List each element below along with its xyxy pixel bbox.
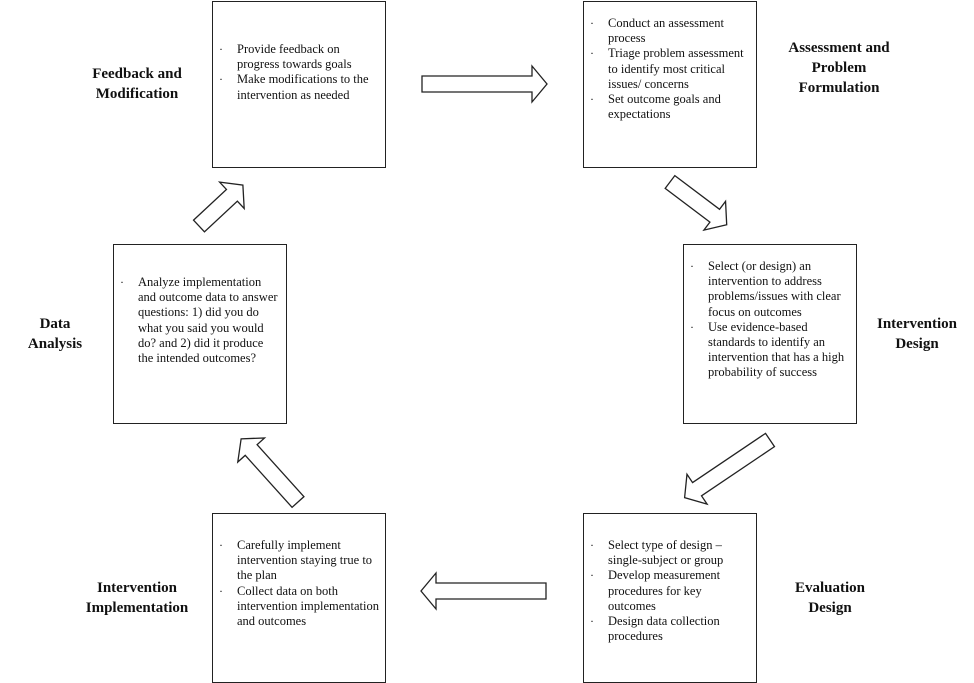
arrow-evaluation-to-implementation [420, 571, 547, 611]
bullet-item: Develop measurement procedures for key o… [584, 568, 750, 614]
evaluation-design-label: Evaluation Design [765, 578, 895, 618]
bullet-item: Design data collection procedures [584, 614, 750, 644]
label-line: Design [808, 600, 852, 616]
label-line: Modification [95, 86, 179, 102]
intervention-design-box: Select (or design) an intervention to ad… [683, 244, 857, 424]
bullet-item: Triage problem assessment to identify mo… [584, 46, 750, 92]
data-analysis-label: Data Analysis [10, 314, 100, 354]
implementation-box: Carefully implement intervention staying… [212, 513, 386, 683]
bullet-item: Use evidence-based standards to identify… [684, 320, 850, 381]
label-line: Feedback and [92, 66, 182, 82]
bullet-item: Select (or design) an intervention to ad… [684, 259, 850, 320]
bullet-item: Carefully implement intervention staying… [213, 538, 379, 584]
implementation-label: Intervention Implementation [68, 578, 206, 618]
label-line: Problem [811, 60, 867, 76]
arrow-feedback-to-assessment [421, 64, 548, 104]
label-line: Analysis [27, 336, 83, 352]
label-line: Intervention [97, 580, 177, 596]
arrow-implementation-to-analysis [236, 437, 305, 509]
label-line: Data [39, 316, 71, 332]
bullet-item: Select type of design – single-subject o… [584, 538, 750, 568]
evaluation-design-box: Select type of design – single-subject o… [583, 513, 757, 683]
bullet-item: Conduct an assessment process [584, 16, 750, 46]
feedback-box: Provide feedback on progress towards goa… [212, 1, 386, 168]
bullet-item: Provide feedback on progress towards goa… [213, 42, 379, 72]
bullet-item: Analyze implementation and outcome data … [114, 275, 280, 366]
label-line: Implementation [85, 600, 189, 616]
label-line: Formulation [798, 80, 880, 96]
label-line: Design [895, 336, 939, 352]
label-line: Assessment and [788, 40, 890, 56]
assessment-box: Conduct an assessment process Triage pro… [583, 1, 757, 168]
label-line: Evaluation [794, 580, 866, 596]
arrow-assessment-to-design [664, 174, 728, 232]
intervention-design-label: Intervention Design [860, 314, 974, 354]
bullet-item: Set outcome goals and expectations [584, 92, 750, 122]
bullet-item: Make modifications to the intervention a… [213, 72, 379, 102]
arrow-analysis-to-feedback [192, 181, 245, 233]
bullet-item: Collect data on both intervention implem… [213, 584, 379, 630]
feedback-label: Feedback and Modification [68, 64, 206, 104]
arrow-design-to-evaluation [683, 432, 776, 506]
label-line: Intervention [877, 316, 957, 332]
assessment-label: Assessment and Problem Formulation [758, 38, 920, 98]
data-analysis-box: Analyze implementation and outcome data … [113, 244, 287, 424]
